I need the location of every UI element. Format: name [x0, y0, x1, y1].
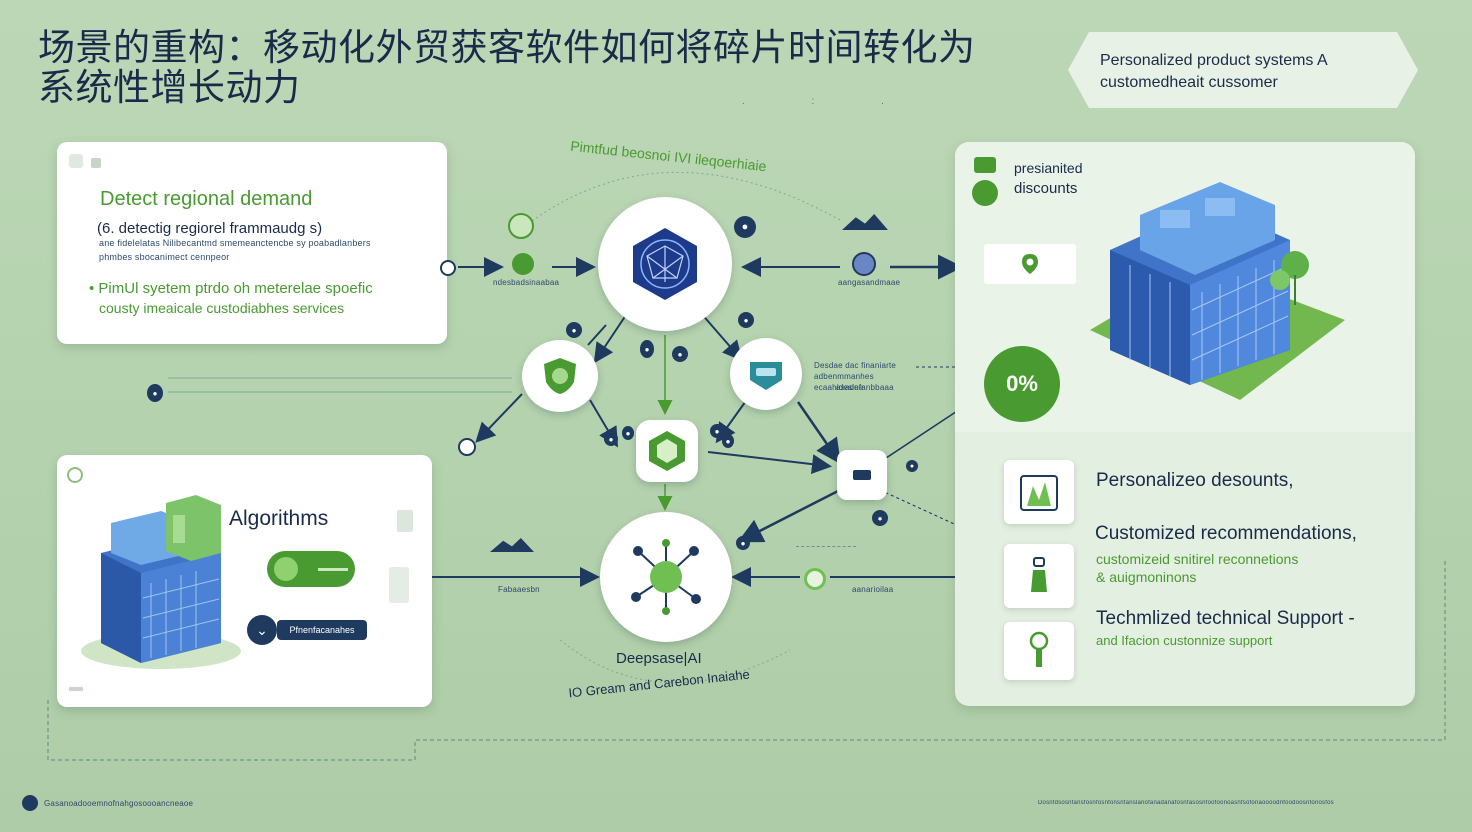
robot-icon [508, 213, 534, 239]
marker-icon-1: ● [566, 322, 582, 338]
marker-icon-11: ● [872, 510, 888, 526]
network-hex-icon [633, 228, 697, 300]
marker-icon-2: ● [640, 340, 654, 358]
card-line1: (6. detectig regiorel frammaudg s) [97, 220, 323, 237]
pin-icon [1022, 254, 1038, 274]
discount-icon-2 [972, 180, 998, 206]
bottom-right-small: aanarioilaa [852, 585, 894, 594]
marker-icon-3: ● [672, 346, 688, 362]
building-icon [81, 495, 241, 669]
dot-icon-left [440, 260, 456, 276]
marker-icon-7: ● [710, 424, 724, 438]
card-bullet1: • PimUl syetem ptrdo oh meterelae spoefi… [89, 280, 373, 297]
office-building-icon [1090, 182, 1345, 400]
molecule-node[interactable] [600, 512, 732, 642]
right-top-line2: discounts [1014, 180, 1078, 197]
bottom-left-small: Fabaaesbn [498, 585, 540, 594]
marker-icon-9: ● [147, 384, 163, 402]
feature2-icon[interactable] [1004, 544, 1074, 608]
network-node[interactable] [598, 197, 732, 331]
badge-node[interactable] [730, 338, 802, 410]
marker-icon-4: ● [738, 312, 754, 328]
marker-icon-6: ● [622, 426, 634, 440]
hub-icon [853, 470, 871, 480]
discount-icon-1 [974, 157, 996, 173]
algorithms-heading: Algorithms [229, 507, 329, 530]
card-icon-small [91, 158, 101, 168]
card-icon [69, 154, 83, 168]
marker-icon-10 [458, 438, 476, 456]
globe-icon [852, 252, 876, 276]
shield-icon [544, 358, 576, 394]
discount-card-icon [1020, 475, 1058, 511]
navy-pill: Pfnenfacanahes [277, 620, 367, 640]
card-algorithms: Algorithms ⌄ Pfnenfacanahes [57, 455, 432, 707]
top-tag-line1: Personalized product systems A [1100, 52, 1328, 69]
feature2-sub2: & auigmoninons [1096, 569, 1197, 585]
feature3-title: Techmlized technical Support - [1096, 608, 1355, 629]
mic-icon [1031, 557, 1047, 592]
ring-node[interactable] [804, 568, 826, 590]
feature2-sub1: customizeid snitirel reconnetions [1096, 551, 1299, 567]
right-small-label: aangasandmaae [838, 278, 901, 287]
card-detect-demand: Detect regional demand (6. detectig regi… [57, 142, 447, 344]
marker-icon-12: ● [736, 536, 750, 550]
top-tag-line2: customedheait cussomer [1100, 74, 1278, 91]
marker-icon-13: ● [906, 460, 918, 472]
marker-icon-5: ● [604, 432, 618, 446]
percent-badge[interactable]: 0% [984, 346, 1060, 422]
shield-node[interactable] [522, 340, 598, 412]
feature1-icon[interactable] [1004, 460, 1074, 524]
doc-icon [397, 510, 413, 532]
hex-shield-icon [649, 431, 685, 471]
card-footer-mark [69, 687, 83, 691]
left-small-label: ndesbadsinaabaa [493, 278, 560, 287]
percent-badge-value: 0% [1006, 371, 1038, 396]
page-title: 场景的重构：移动化外贸获客软件如何将碎片时间转化为系统性增长动力 [38, 26, 976, 109]
footer-right-text: Dosnfdsosnfansfosnfosnfonsnfanslanofanad… [1038, 800, 1334, 806]
navy-pill-label: Pfnenfacanahes [289, 625, 355, 635]
molecule-icon [631, 539, 701, 615]
right-mid-label: Desdae dac finaniarte adbenmmanhes ecaah… [814, 361, 897, 392]
target-icon [67, 467, 83, 483]
green-pill [267, 551, 355, 587]
chevron-down-icon: ⌄ [247, 615, 277, 645]
card-line2: ane fidelelatas Nilibecantmd smemeancten… [99, 238, 371, 248]
right-top-line1: presianited [1014, 160, 1083, 176]
feature3-sub: and Ifacion custonnize support [1096, 633, 1273, 648]
lightbulb-icon [1029, 631, 1049, 667]
card-bullet2: cousty imeaicale custodiabhes services [99, 300, 345, 316]
feature2-title: Customized recommendations, [1095, 523, 1357, 544]
dots-decoration: . : . [742, 96, 916, 107]
lock-icon: ● [734, 216, 756, 238]
marker-icon-8: ● [722, 434, 734, 448]
hex-node[interactable] [636, 420, 698, 482]
side-panel-icon [389, 567, 409, 603]
feature3-icon[interactable] [1004, 622, 1074, 680]
feature1-title: Personalizeo desounts, [1096, 470, 1294, 491]
top-tag: Personalized product systems A customedh… [1068, 32, 1418, 108]
chip-icon [512, 253, 534, 275]
footer-left-text: Gasanoadooemnofnahgosoooancneaoe [44, 799, 194, 808]
badge-icon [750, 362, 782, 390]
card-heading: Detect regional demand [100, 188, 313, 210]
card-line3: phmbes sbocanimect cennpeor [99, 252, 230, 262]
right-mid-label2: asadefanbbaaa [836, 383, 894, 392]
hub-node[interactable] [837, 450, 887, 500]
dash-line [796, 546, 856, 548]
deep-label: Deepsase|AI [616, 650, 702, 667]
pin-card[interactable] [984, 244, 1076, 284]
footer-logo-icon [22, 795, 38, 811]
